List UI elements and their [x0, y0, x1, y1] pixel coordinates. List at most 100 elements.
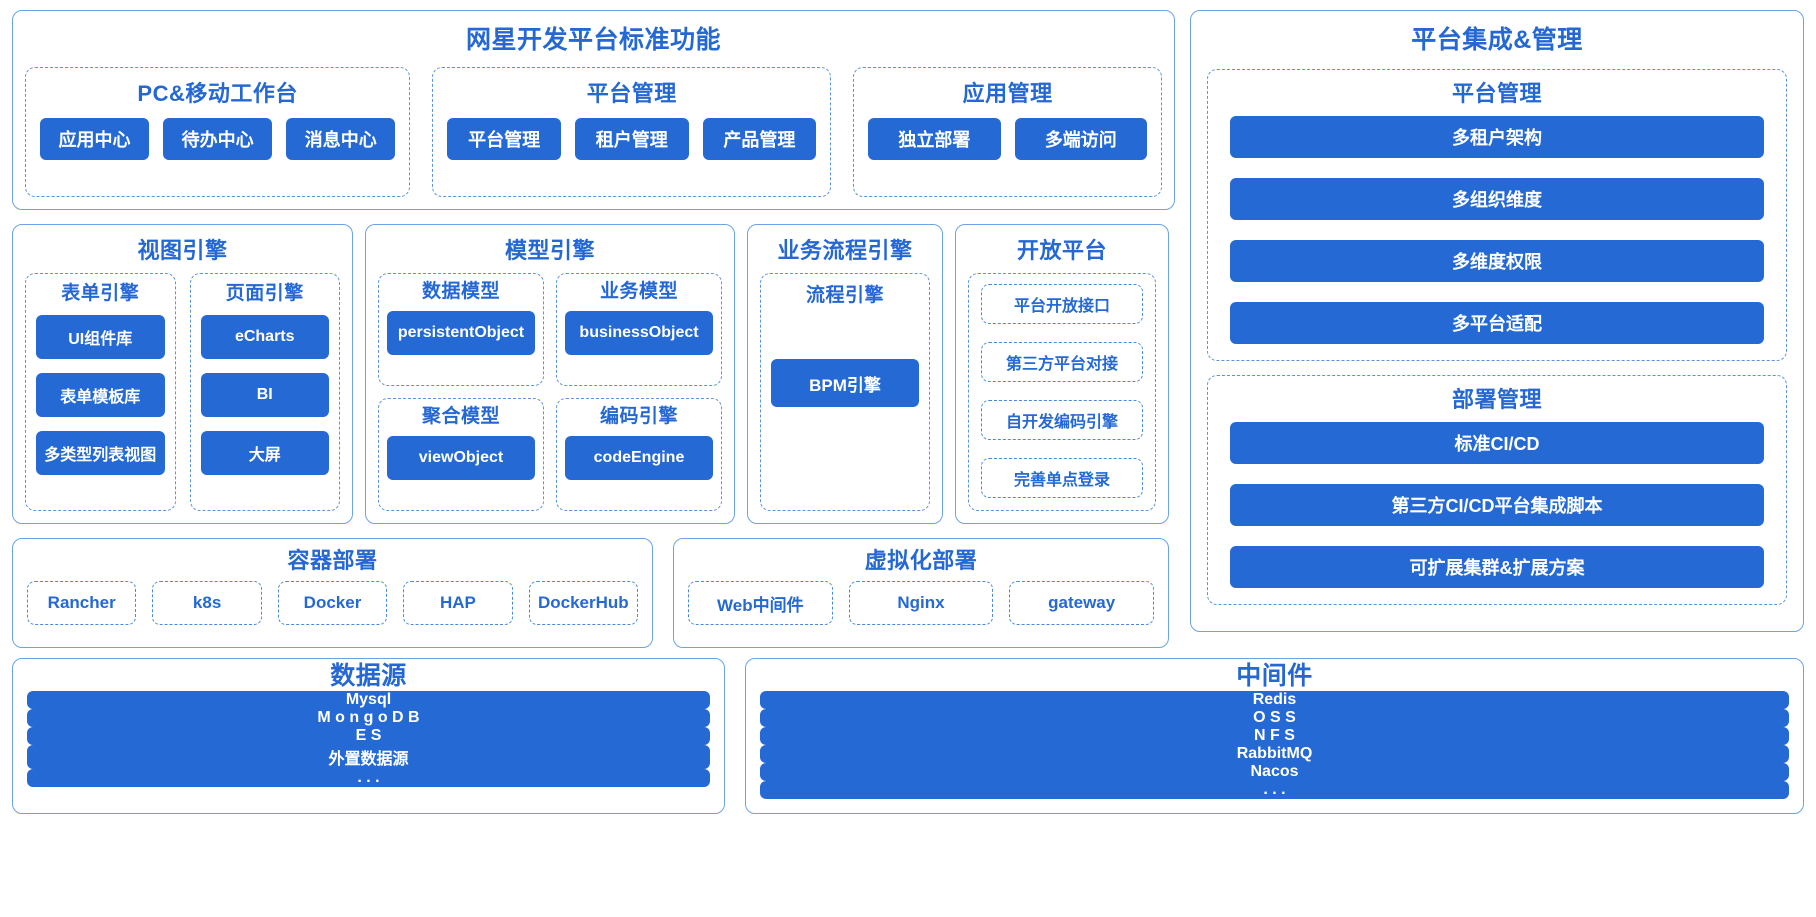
chip-multi-org-dimension[interactable]: 多组织维度 — [1230, 177, 1764, 220]
chip-multi-tenant-architecture[interactable]: 多租户架构 — [1230, 115, 1764, 158]
chip-nacos[interactable]: Nacos — [760, 762, 1789, 781]
chip-echarts[interactable]: eCharts — [200, 315, 329, 360]
chip-web-middleware[interactable]: Web中间件 — [688, 581, 833, 626]
cell-title: 业务模型 — [599, 281, 678, 303]
group-title: 应用管理 — [962, 80, 1053, 106]
chip-tenant-management[interactable]: 租户管理 — [574, 117, 689, 160]
cell-aggregate-model: 聚合模型 viewObject — [378, 398, 544, 511]
chip-nginx[interactable]: Nginx — [848, 581, 994, 626]
standard-functions-panel: 网星开发平台标准功能 PC&移动工作台 应用中心 待办中心 消息中心 平台管理 … — [12, 10, 1175, 210]
container-deployment-panel: 容器部署 Rancher k8s Docker HAP DockerHub — [12, 538, 653, 648]
chip-message-center[interactable]: 消息中心 — [286, 117, 396, 160]
open-platform-panel: 开放平台 平台开放接口 第三方平台对接 自开发编码引擎 完善单点登录 — [955, 224, 1169, 524]
chip-product-management[interactable]: 产品管理 — [702, 117, 817, 160]
chip-bpm-engine[interactable]: BPM引擎 — [771, 359, 919, 408]
open-platform-title: 开放平台 — [1016, 238, 1107, 263]
chip-oss[interactable]: O S S — [760, 708, 1789, 727]
model-engine-panel: 模型引擎 数据模型 persistentObject 业务模型 business… — [365, 224, 735, 524]
business-process-engine-title: 业务流程引擎 — [777, 238, 913, 263]
model-engine-title: 模型引擎 — [504, 238, 595, 263]
chip-rancher[interactable]: Rancher — [26, 581, 137, 626]
platform-integration-management-panel: 平台集成&管理 平台管理 多租户架构 多组织维度 多维度权限 多平台适配 部署管… — [1190, 10, 1804, 632]
group-title: 部署管理 — [1451, 386, 1542, 412]
standard-functions-groups: PC&移动工作台 应用中心 待办中心 消息中心 平台管理 平台管理 租户管理 产… — [25, 66, 1162, 197]
subgroup-title: 页面引擎 — [225, 283, 304, 305]
business-process-engine-panel: 业务流程引擎 流程引擎 BPM引擎 — [747, 224, 943, 524]
chip-bi[interactable]: BI — [200, 373, 329, 418]
chip-row: 应用中心 待办中心 消息中心 — [40, 117, 396, 160]
subgroup-form-engine: 表单引擎 UI组件库 表单模板库 多类型列表视图 — [25, 273, 176, 511]
chip-external-datasource[interactable]: 外置数据源 — [27, 744, 710, 769]
chip-persistent-object[interactable]: persistentObject — [387, 311, 535, 356]
platform-integration-title: 平台集成&管理 — [1411, 26, 1583, 54]
main-column: 网星开发平台标准功能 PC&移动工作台 应用中心 待办中心 消息中心 平台管理 … — [12, 10, 1175, 648]
chip-scalable-cluster-plan[interactable]: 可扩展集群&扩展方案 — [1230, 545, 1764, 588]
chip-docker[interactable]: Docker — [277, 581, 388, 626]
chip-k8s[interactable]: k8s — [152, 581, 262, 626]
chip-mongodb[interactable]: M o n g o D B — [27, 708, 710, 727]
right-group-deployment-management: 部署管理 标准CI/CD 第三方CI/CD平台集成脚本 可扩展集群&扩展方案 — [1207, 374, 1787, 605]
middleware-panel: 中间件 Redis O S S N F S RabbitMQ Nacos . .… — [745, 658, 1804, 814]
virtualization-deployment-title: 虚拟化部署 — [864, 548, 978, 573]
chip-business-object[interactable]: businessObject — [565, 311, 713, 356]
cell-title: 编码引擎 — [599, 406, 678, 428]
chip-app-center[interactable]: 应用中心 — [40, 117, 150, 160]
chip-row: Web中间件 Nginx gateway — [688, 581, 1155, 635]
cell-title: 聚合模型 — [421, 406, 500, 428]
chip-large-screen[interactable]: 大屏 — [200, 431, 329, 476]
chip-single-sign-on[interactable]: 完善单点登录 — [981, 458, 1143, 498]
chip-multi-type-list-view[interactable]: 多类型列表视图 — [36, 431, 165, 476]
middleware-title: 中间件 — [1236, 662, 1313, 690]
standard-functions-title: 网星开发平台标准功能 — [465, 26, 721, 54]
chip-row: 独立部署 多端访问 — [868, 117, 1148, 160]
subgroup-page-engine: 页面引擎 eCharts BI 大屏 — [189, 273, 340, 511]
chip-hap[interactable]: HAP — [403, 581, 513, 626]
datasource-title: 数据源 — [330, 662, 407, 690]
chip-nfs[interactable]: N F S — [760, 726, 1789, 745]
group-title: PC&移动工作台 — [137, 80, 298, 106]
right-column: 平台集成&管理 平台管理 多租户架构 多组织维度 多维度权限 多平台适配 部署管… — [1190, 10, 1804, 632]
view-engine-title: 视图引擎 — [137, 238, 228, 263]
chip-mysql[interactable]: Mysql — [27, 690, 710, 709]
chip-third-party-cicd-script[interactable]: 第三方CI/CD平台集成脚本 — [1230, 483, 1764, 526]
subgroup-title: 表单引擎 — [61, 283, 140, 305]
chip-more-middleware[interactable]: . . . — [760, 780, 1789, 799]
chip-code-engine[interactable]: codeEngine — [565, 435, 713, 480]
chip-platform-open-api[interactable]: 平台开放接口 — [981, 284, 1143, 325]
chip-form-template-library[interactable]: 表单模板库 — [36, 373, 165, 418]
chip-redis[interactable]: Redis — [760, 690, 1789, 709]
deploy-band: 容器部署 Rancher k8s Docker HAP DockerHub 虚拟… — [12, 538, 1175, 648]
cell-title: 数据模型 — [421, 281, 500, 303]
chip-more-datasource[interactable]: . . . — [27, 768, 710, 787]
chip-gateway[interactable]: gateway — [1009, 581, 1155, 626]
open-platform-items: 平台开放接口 第三方平台对接 自开发编码引擎 完善单点登录 — [968, 273, 1156, 511]
chip-independent-deployment[interactable]: 独立部署 — [868, 117, 1001, 160]
container-deployment-title: 容器部署 — [287, 548, 378, 573]
bottom-band: 数据源 Mysql M o n g o D B E S 外置数据源 . . . … — [12, 658, 1804, 814]
cell-data-model: 数据模型 persistentObject — [378, 273, 544, 387]
chip-platform-management[interactable]: 平台管理 — [447, 117, 561, 160]
chip-standard-cicd[interactable]: 标准CI/CD — [1230, 421, 1764, 464]
chip-view-object[interactable]: viewObject — [387, 435, 535, 480]
chip-dockerhub[interactable]: DockerHub — [528, 581, 639, 626]
chip-todo-center[interactable]: 待办中心 — [163, 117, 273, 160]
chip-multi-terminal-access[interactable]: 多端访问 — [1014, 117, 1148, 160]
group-application-management: 应用管理 独立部署 多端访问 — [853, 66, 1162, 197]
chip-third-party-platform-integration[interactable]: 第三方平台对接 — [981, 342, 1143, 383]
group-title: 平台管理 — [1451, 80, 1542, 106]
virtualization-deployment-panel: 虚拟化部署 Web中间件 Nginx gateway — [673, 538, 1169, 648]
chip-ui-component-library[interactable]: UI组件库 — [36, 315, 165, 360]
group-platform-management: 平台管理 平台管理 租户管理 产品管理 — [432, 66, 832, 197]
cell-code-engine: 编码引擎 codeEngine — [556, 398, 722, 511]
group-pc-mobile-workbench: PC&移动工作台 应用中心 待办中心 消息中心 — [25, 66, 411, 197]
process-engine-title: 流程引擎 — [805, 285, 884, 307]
chip-row: 平台管理 租户管理 产品管理 — [447, 117, 817, 160]
chip-multi-dimension-permission[interactable]: 多维度权限 — [1230, 239, 1764, 282]
chip-es[interactable]: E S — [27, 726, 710, 745]
group-title: 平台管理 — [586, 80, 677, 106]
chip-rabbitmq[interactable]: RabbitMQ — [760, 744, 1789, 763]
view-engine-panel: 视图引擎 表单引擎 UI组件库 表单模板库 多类型列表视图 页面引擎 eChar… — [12, 224, 353, 524]
chip-row: Redis O S S N F S RabbitMQ Nacos . . . — [760, 690, 1789, 799]
chip-multi-platform-adaptation[interactable]: 多平台适配 — [1230, 301, 1764, 344]
chip-self-developed-code-engine[interactable]: 自开发编码引擎 — [981, 400, 1143, 441]
